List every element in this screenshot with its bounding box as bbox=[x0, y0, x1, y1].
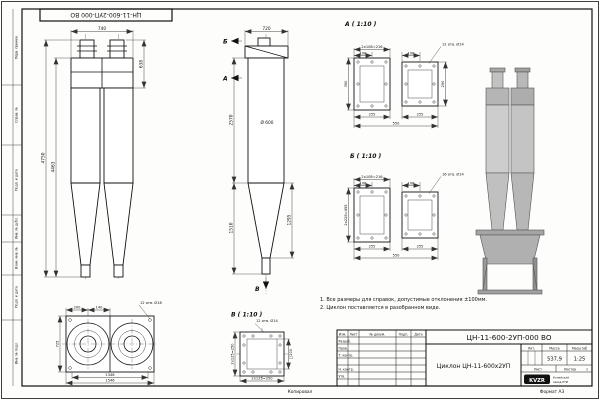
mass-label: Масса bbox=[549, 346, 559, 350]
doc-name: Циклон ЦН-11-600х2УП bbox=[437, 363, 511, 370]
doc-designation: ЦН-11-600-2УП-000 ВО bbox=[466, 333, 552, 342]
front-dim-inlet: 638 bbox=[139, 60, 145, 68]
front-dim-height-body: 4463 bbox=[51, 161, 57, 172]
sheets-value: 1 bbox=[586, 367, 588, 371]
sheets-label: Листов bbox=[564, 367, 576, 371]
section-b-dim-total: 550 bbox=[393, 254, 401, 258]
section-a-dim-255l: 255 bbox=[369, 113, 376, 117]
section-b-dim-255r: 255 bbox=[417, 245, 424, 249]
front-view: 740 4750 4463 638 bbox=[41, 26, 147, 281]
side-dim-diameter: Ø 600 bbox=[261, 119, 274, 126]
col-data: Дата bbox=[414, 332, 422, 336]
margin-label-perv: Перв. примен. bbox=[15, 35, 19, 59]
view-v-holes-note: 12 отв. Ø14 bbox=[256, 318, 279, 323]
section-b-dim-255l: 255 bbox=[369, 245, 376, 249]
section-a-pitch-small-right: 108 bbox=[408, 51, 416, 55]
bottom-view: 200 140 12 отв. Ø18 1346 1546 725 bbox=[56, 300, 163, 386]
col-izm: Изм. bbox=[339, 332, 347, 336]
note-line-2: 2. Циклон поставляется в разобранном вид… bbox=[320, 305, 441, 311]
section-a-dim-255r: 255 bbox=[417, 113, 424, 117]
section-b-dim-left: 2х228=455 bbox=[344, 204, 348, 225]
margin-label-vzam: Взам. инв. № bbox=[15, 247, 19, 269]
section-b-pitch: 2х108=216 bbox=[361, 175, 383, 179]
row-prov: Пров. bbox=[339, 346, 348, 350]
section-a-view: А ( 1:10 ) 2х108=216 108 108 12 отв. Ø14… bbox=[344, 21, 465, 129]
bottom-dim-1346: 1346 bbox=[105, 373, 115, 377]
section-a-dim-left: 350 bbox=[344, 80, 348, 88]
section-a-pitch: 2х108=216 bbox=[361, 45, 383, 49]
company-logo bbox=[524, 374, 550, 384]
side-view: Ø 600 720 Б А В 2570 1510 1295 bbox=[222, 26, 295, 294]
company-caption-2: завод РТИ bbox=[553, 380, 568, 384]
margin-label-inv-dubl: Инв. № дубл. bbox=[15, 217, 19, 239]
notes: 1. Все размеры для справок, допустимые о… bbox=[320, 297, 487, 311]
col-list: Лист bbox=[349, 332, 357, 336]
view-v-dim-bottom: 2х125=250 bbox=[251, 377, 273, 381]
top-designation-stamp: ЦН-11-600-2УП-000 ВО bbox=[39, 8, 173, 22]
margin-label-inv-podl: Инв. № подл. bbox=[15, 342, 19, 364]
bottom-dim-725: 725 bbox=[56, 341, 60, 348]
scale-label: Масштаб bbox=[572, 346, 587, 350]
section-b-pitch-small-right: 108 bbox=[408, 181, 416, 185]
margin-label-podp1: Подп. и дата bbox=[15, 169, 19, 191]
margin-labels: Перв. примен. Справ. № Подп. и дата Инв.… bbox=[15, 35, 19, 364]
side-label-v: В bbox=[255, 286, 260, 293]
section-b-title: Б ( 1:10 ) bbox=[350, 153, 382, 160]
side-label-a: А bbox=[222, 76, 228, 83]
section-a-dim-total: 550 bbox=[393, 122, 401, 126]
view-v: В ( 1:10 ) 12 отв. Ø14 2х125=250 2х125=2… bbox=[231, 312, 293, 384]
company-logo-text: KVZR bbox=[529, 378, 545, 384]
margin-label-podp2: Подп. и дата bbox=[15, 286, 19, 308]
col-podp: Подп. bbox=[399, 332, 409, 336]
margin-label-sprav: Справ. № bbox=[15, 107, 19, 123]
sheet-footer: Копировал Формат А3 bbox=[288, 389, 565, 395]
front-dim-width: 740 bbox=[98, 26, 106, 32]
copied-label: Копировал bbox=[288, 389, 313, 395]
isometric-view bbox=[475, 67, 545, 295]
section-b-pitch-small-left: 108 bbox=[360, 181, 368, 185]
section-a-dim-right: 290 bbox=[441, 80, 445, 88]
mass-value: 537,9 bbox=[547, 357, 562, 363]
scale-value: 1:25 bbox=[574, 357, 586, 363]
side-dim-right: 1295 bbox=[287, 214, 293, 225]
view-v-dim-left: 2х125=250 bbox=[231, 343, 235, 365]
side-label-b: Б bbox=[223, 39, 228, 46]
view-v-dim-right: □200 bbox=[289, 348, 293, 359]
section-b-holes-note: 16 отв. Ø14 bbox=[442, 172, 465, 177]
top-stamp-text: ЦН-11-600-2УП-000 ВО bbox=[70, 11, 141, 18]
format-label: Формат А3 bbox=[540, 389, 565, 395]
view-v-title: В ( 1:10 ) bbox=[231, 312, 263, 319]
section-a-holes-note: 12 отв. Ø14 bbox=[442, 42, 465, 47]
col-doc: № докум. bbox=[370, 332, 386, 336]
note-line-1: 1. Все размеры для справок, допустимые о… bbox=[320, 297, 487, 303]
section-a-pitch-small-left: 108 bbox=[360, 51, 368, 55]
side-dim-cone: 1510 bbox=[229, 222, 235, 233]
row-utv: Утв. bbox=[339, 374, 346, 378]
bottom-dim-1546: 1546 bbox=[105, 379, 115, 383]
bottom-dim-200: 200 bbox=[74, 305, 82, 309]
row-tkontr: Т. контр. bbox=[338, 353, 354, 357]
side-dim-body: 2570 bbox=[229, 114, 235, 125]
section-b-view: Б ( 1:10 ) 2х108=216 108 108 16 отв. Ø14… bbox=[344, 153, 465, 261]
bottom-dim-140: 140 bbox=[96, 305, 104, 309]
side-dim-width: 720 bbox=[262, 26, 270, 32]
sheet-label: Лист bbox=[534, 367, 542, 371]
company-caption-1: Копейский bbox=[553, 375, 569, 379]
lit-label: Лит. bbox=[528, 346, 535, 350]
title-block: Изм. Лист № докум. Подп. Дата Разраб. Пр… bbox=[336, 329, 593, 387]
bottom-holes-note: 12 отв. Ø18 bbox=[140, 300, 163, 305]
row-nkontr: Н. контр. bbox=[339, 367, 354, 371]
front-dim-height-total: 4750 bbox=[41, 152, 47, 163]
section-a-title: А ( 1:10 ) bbox=[344, 21, 377, 28]
row-razrab: Разраб. bbox=[339, 339, 352, 343]
